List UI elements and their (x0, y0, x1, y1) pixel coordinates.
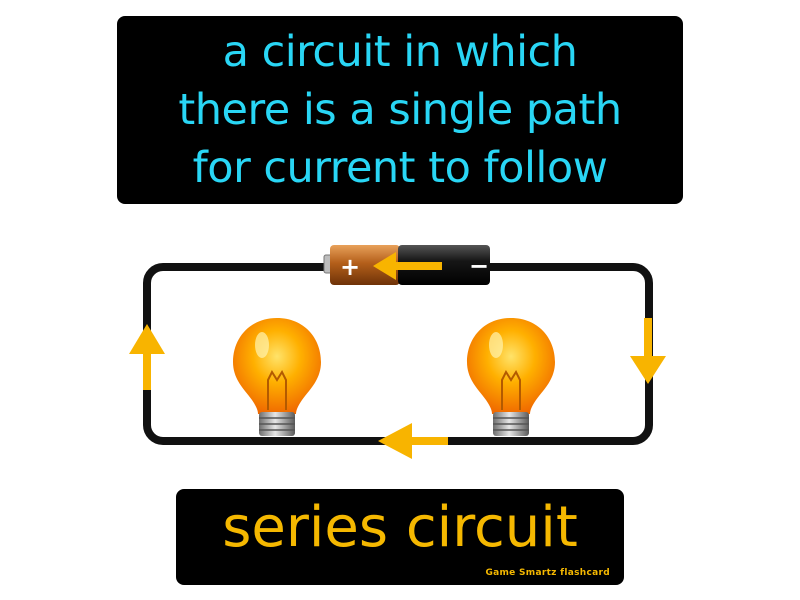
credit-text: Game Smartz flashcard (485, 568, 610, 578)
current-arrow-right (630, 318, 666, 384)
circuit-wire (143, 263, 653, 445)
series-circuit-diagram: + − (129, 245, 666, 459)
light-bulb-icon-left (233, 318, 321, 436)
term-box: series circuit Game Smartz flashcard (176, 489, 624, 585)
battery-icon: + − (323, 245, 490, 285)
light-bulb-icon-right (467, 318, 555, 436)
current-arrow-bottom (378, 423, 448, 459)
current-arrow-top (373, 252, 442, 280)
battery-negative-label: − (469, 252, 489, 280)
definition-line-2: there is a single path (178, 85, 622, 135)
definition-box: a circuit in which there is a single pat… (117, 16, 683, 204)
current-arrow-left (129, 324, 165, 390)
definition-line-1: a circuit in which (222, 27, 578, 77)
battery-positive-label: + (340, 253, 360, 281)
term-title: series circuit (222, 495, 578, 560)
definition-line-3: for current to follow (192, 143, 608, 193)
